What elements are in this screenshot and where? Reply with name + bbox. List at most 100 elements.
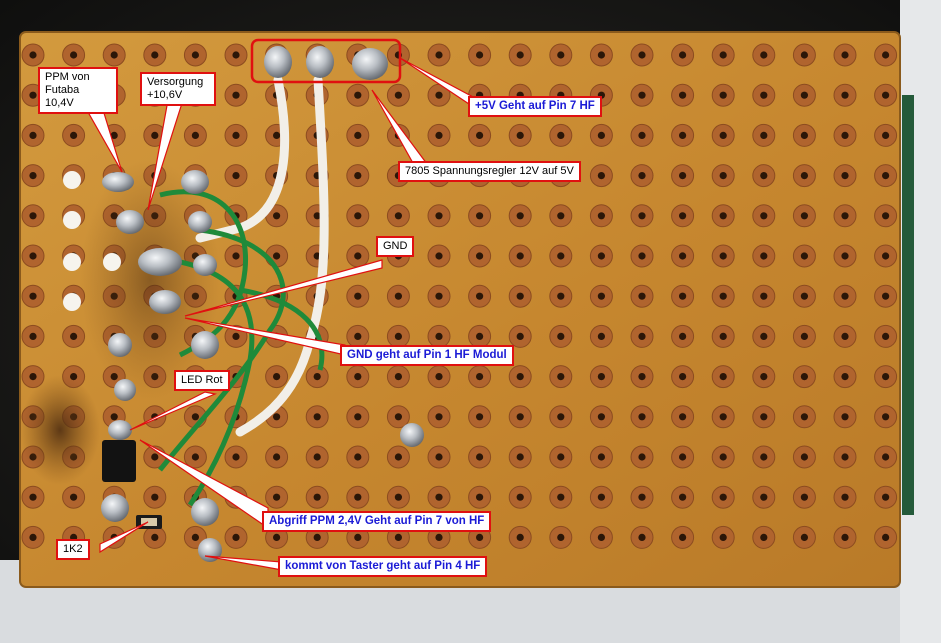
pad-hole <box>719 131 727 139</box>
pad-hole <box>110 131 118 139</box>
pad-hole <box>70 131 78 139</box>
label-ppm-line1: PPM von <box>45 71 90 83</box>
pad-hole <box>394 493 402 501</box>
pad-hole <box>313 533 321 542</box>
pad-hole <box>679 332 687 340</box>
pad-hole <box>110 413 118 421</box>
pad-hole <box>232 533 240 542</box>
pad-hole <box>354 453 362 461</box>
pad-hole <box>435 332 443 340</box>
pad-hole <box>354 212 362 220</box>
pad-hole <box>638 51 646 59</box>
pad-hole <box>638 332 646 340</box>
pad-hole <box>841 413 849 421</box>
pad-hole <box>760 332 768 340</box>
pad-hole <box>719 533 727 542</box>
pad-hole <box>516 493 524 501</box>
label-regler: 7805 Spannungsregler 12V auf 5V <box>398 161 581 182</box>
white-wire <box>195 75 290 243</box>
pad-hole <box>435 212 443 220</box>
pad-hole <box>760 453 768 461</box>
pad-hole <box>191 453 199 461</box>
pad-hole <box>719 413 727 421</box>
label-1k2: 1K2 <box>56 539 90 560</box>
pad-hole <box>679 91 687 99</box>
pad-hole <box>354 131 362 139</box>
pad-hole <box>354 493 362 501</box>
pad-hole <box>273 493 281 501</box>
pad-hole <box>882 332 890 340</box>
pad-hole <box>719 292 727 300</box>
pad-hole <box>435 292 443 300</box>
green-wire <box>158 227 286 472</box>
green-wire <box>169 257 255 507</box>
pad-hole <box>719 91 727 99</box>
pad-hole <box>435 453 443 461</box>
pad-hole <box>597 493 606 501</box>
flux-burn-mark <box>20 375 100 485</box>
pad-hole <box>760 533 768 542</box>
pad-hole <box>557 51 565 59</box>
pad-hole <box>841 292 849 300</box>
label-gnd: GND <box>376 236 415 257</box>
pad-hole <box>841 252 849 260</box>
pad-hole <box>597 332 606 340</box>
pad-hole <box>151 533 159 542</box>
pad-hole <box>557 413 565 421</box>
pad-hole <box>191 413 199 421</box>
pad-hole <box>760 252 768 260</box>
pad-hole <box>800 131 809 139</box>
pad-hole <box>516 212 524 220</box>
pad-hole <box>476 292 484 300</box>
pad-hole <box>354 172 362 180</box>
pad-hole <box>557 332 565 340</box>
pad-hole <box>232 131 240 139</box>
label-taster: kommt von Taster geht auf Pin 4 HF <box>278 556 488 577</box>
pad-hole <box>435 493 443 501</box>
label-gnd-pin1: GND geht auf Pin 1 HF Modul <box>340 345 514 366</box>
pad-hole <box>679 212 687 220</box>
pad-hole <box>232 332 240 340</box>
pad-hole <box>557 252 565 260</box>
pad-hole <box>476 332 484 340</box>
pad-hole <box>232 51 240 59</box>
pad-hole <box>597 373 606 381</box>
pad-hole <box>882 51 890 59</box>
pad-hole <box>800 533 809 542</box>
pad-hole <box>882 172 890 180</box>
pad-hole <box>760 373 768 381</box>
pad-hole <box>597 413 606 421</box>
resistor-marking <box>141 518 157 526</box>
pad-hole <box>476 51 484 59</box>
pad-hole <box>29 51 37 59</box>
pad-hole <box>70 51 78 59</box>
pad-hole <box>435 252 443 260</box>
pad-hole <box>760 172 768 180</box>
pad-hole <box>273 413 281 421</box>
pad-hole <box>841 131 849 139</box>
pad-hole <box>800 292 809 300</box>
pad-hole <box>435 91 443 99</box>
pad-hole <box>354 533 362 542</box>
pad-hole <box>191 51 199 59</box>
pad-hole <box>191 131 199 139</box>
pad-hole <box>841 533 849 542</box>
pad-hole <box>273 453 281 461</box>
label-versorgung-line1: Versorgung <box>147 76 204 88</box>
pad-hole <box>394 453 402 461</box>
pad-hole <box>354 252 362 260</box>
label-ppm-line2: Futaba 10,4V <box>45 84 80 109</box>
pad-hole <box>760 493 768 501</box>
pad-hole <box>557 131 565 139</box>
pad-hole <box>882 252 890 260</box>
pad-hole <box>394 91 402 99</box>
pad-hole <box>151 51 159 59</box>
pad-hole <box>679 252 687 260</box>
callout-pointers <box>78 57 476 571</box>
pad-hole <box>516 131 524 139</box>
pad-hole <box>435 51 443 59</box>
pad-hole <box>882 453 890 461</box>
pad-hole <box>476 413 484 421</box>
label-ppm-von-futaba: PPM von Futaba 10,4V <box>38 67 118 114</box>
pad-hole <box>597 172 606 180</box>
